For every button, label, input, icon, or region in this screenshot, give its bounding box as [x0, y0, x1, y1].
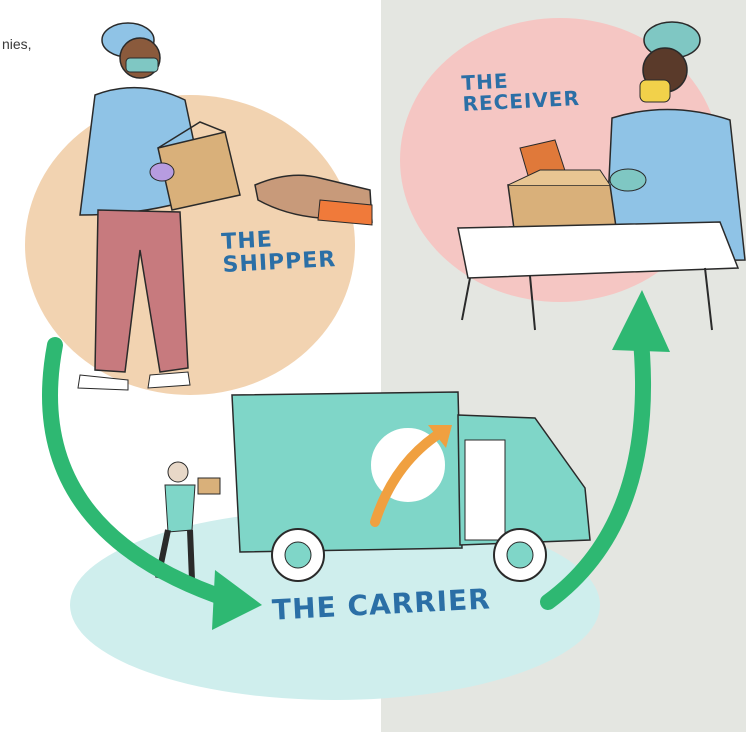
carrier-figure — [155, 461, 221, 581]
shipper-figure — [77, 22, 241, 391]
carrier-blob — [70, 510, 600, 700]
receiving-hands — [254, 174, 373, 226]
cropped-caption-text: nies, — [2, 36, 32, 52]
shipper-label: THE SHIPPER — [220, 227, 337, 279]
receiver-label: THE RECEIVER — [460, 68, 581, 117]
receiver-figure — [457, 21, 746, 331]
curved-arrow-icon — [42, 290, 670, 630]
delivery-truck — [231, 391, 591, 582]
